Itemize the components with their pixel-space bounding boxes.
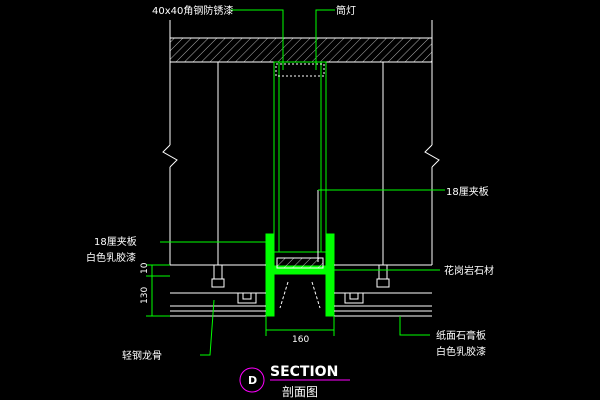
- light-beam: [279, 281, 321, 309]
- label-latex-right: 白色乳胶漆: [436, 345, 486, 358]
- ceiling-board-right: [334, 264, 432, 317]
- section-title: D SECTION 剖面图: [239, 364, 350, 399]
- leader-lines: [160, 9, 445, 356]
- label-granite: 花岗岩石材: [444, 264, 494, 277]
- downlight-housing: [273, 61, 440, 262]
- section-tag-circle: [239, 367, 265, 393]
- dimension-lines: [146, 264, 335, 336]
- right-wall: [424, 20, 440, 265]
- light-diffuser: [276, 257, 324, 269]
- ceiling-board-left: [170, 264, 266, 317]
- label-plywood-right: 18厘夹板: [446, 185, 489, 198]
- plywood-frame: [265, 233, 335, 317]
- section-heading: SECTION: [270, 364, 338, 380]
- label-angle-steel: 40x40角钢防锈漆: [152, 4, 233, 17]
- dim-10: 10: [140, 262, 150, 274]
- label-plywood-left: 18厘夹板: [94, 235, 137, 248]
- section-tag: D: [248, 374, 257, 387]
- section-subtitle: 剖面图: [282, 385, 318, 399]
- label-downlight: 筒灯: [336, 4, 356, 17]
- keel-clips: [211, 264, 390, 304]
- label-keel: 轻钢龙骨: [122, 349, 162, 362]
- ceiling-slab: [169, 37, 433, 63]
- hanger-rods: [217, 62, 384, 265]
- label-gypsum: 纸面石膏板: [436, 329, 486, 342]
- left-wall: [162, 20, 178, 265]
- dim-160: 160: [292, 335, 309, 345]
- dim-130: 130: [140, 287, 150, 304]
- label-latex-left: 白色乳胶漆: [86, 251, 136, 264]
